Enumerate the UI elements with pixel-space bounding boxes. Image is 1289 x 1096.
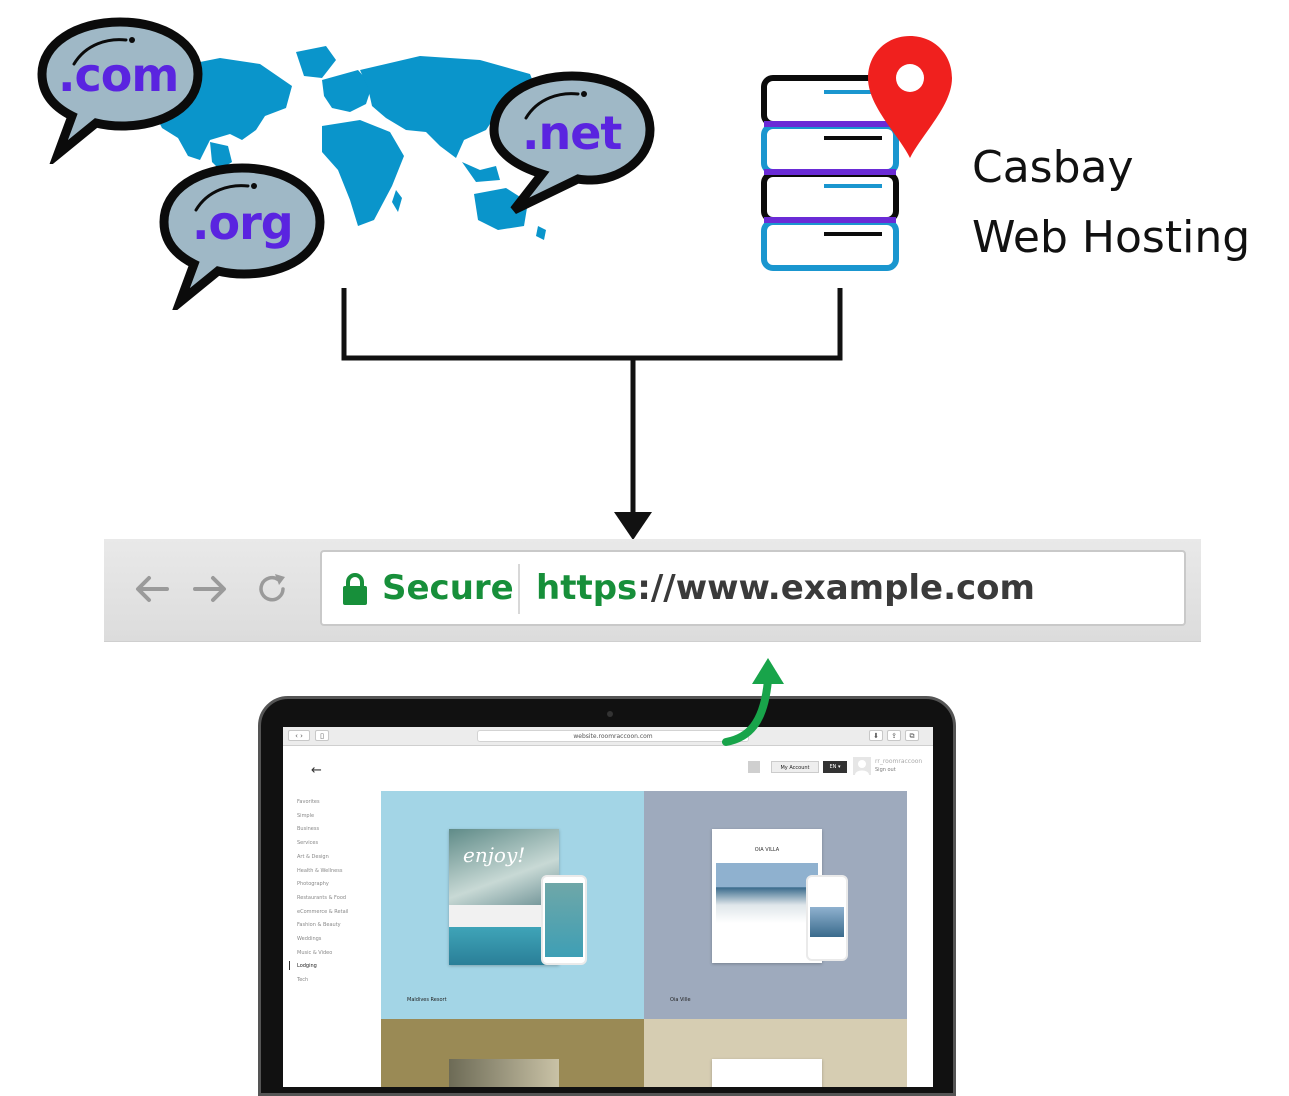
category-item[interactable]: Fashion & Beauty [297, 922, 341, 929]
mockup-villa-title: OIA VILLA [754, 847, 780, 853]
server-stack-icon [761, 36, 952, 271]
safari-download-button[interactable]: ⬇ [869, 730, 883, 741]
mockup-phone [541, 875, 587, 965]
address-bar[interactable]: Secure https://www.example.com [320, 550, 1186, 626]
category-item[interactable]: Tech [297, 977, 309, 984]
url-host: ://www.example.com [637, 568, 1035, 608]
org-label: .org [192, 196, 294, 250]
laptop-camera [607, 711, 613, 717]
safari-url-bar[interactable]: website.roomraccoon.com [477, 730, 749, 742]
laptop-screen: ‹ › ▯ website.roomraccoon.com ⬇ ⇪ ⧉ ← My… [283, 727, 933, 1087]
hosting-line-2: Web Hosting [972, 212, 1251, 263]
safari-toolbar: ‹ › ▯ website.roomraccoon.com ⬇ ⇪ ⧉ [283, 727, 933, 746]
reload-icon [259, 574, 285, 602]
sign-out-link[interactable]: Sign out [875, 767, 896, 773]
user-name: rr_roomraccoon [875, 758, 923, 765]
template-tile-4[interactable] [644, 1019, 907, 1087]
safari-share-button[interactable]: ⇪ [887, 730, 901, 741]
template-tile-3[interactable] [381, 1019, 644, 1087]
com-bubble-icon [37, 17, 203, 164]
mockup-page-oia: OIA VILLA [712, 829, 822, 963]
page-back-arrow[interactable]: ← [311, 763, 322, 778]
back-button[interactable] [130, 567, 174, 611]
category-item[interactable]: eCommerce & Retail [297, 908, 349, 915]
green-curved-arrow [722, 658, 784, 746]
reload-button[interactable] [250, 567, 294, 611]
laptop: ‹ › ▯ website.roomraccoon.com ⬇ ⇪ ⧉ ← My… [258, 696, 956, 1096]
category-item[interactable]: Weddings [297, 936, 322, 942]
address-divider [518, 564, 520, 614]
net-label: .net [522, 106, 622, 160]
language-value: EN [829, 764, 837, 770]
category-item[interactable]: Health & Wellness [297, 867, 343, 874]
category-item[interactable]: Photography [297, 881, 329, 888]
tile-label-maldives: Maldives Resort [407, 997, 447, 1003]
net-bubble-icon [489, 71, 655, 215]
org-bubble-icon [159, 163, 325, 310]
safari-back-forward[interactable]: ‹ › [288, 730, 310, 741]
avatar[interactable] [853, 757, 871, 775]
secure-label: Secure [382, 568, 514, 608]
url-text: https://www.example.com [536, 568, 1035, 608]
mockup-page: enjoy! [449, 829, 559, 965]
template-tile-maldives[interactable]: enjoy! Maldives Resort [381, 791, 644, 1019]
category-item[interactable]: Art & Design [297, 853, 329, 860]
lock-icon [343, 573, 367, 605]
back-arrow-icon [136, 576, 169, 602]
template-tile-oia[interactable]: OIA VILLA Oia Ville [644, 791, 907, 1019]
category-item[interactable]: Business [297, 826, 320, 833]
com-label: .com [58, 48, 179, 102]
mockup-phone-oia [806, 875, 848, 961]
language-button[interactable]: EN ▾ [823, 761, 847, 773]
category-item[interactable]: Simple [297, 812, 315, 819]
connector-arrow [341, 288, 843, 540]
mockup-page-4 [712, 1059, 822, 1087]
category-item[interactable]: Services [297, 840, 319, 847]
safari-sidebar-button[interactable]: ▯ [315, 730, 329, 741]
category-item[interactable]: Lodging [297, 963, 317, 970]
forward-arrow-icon [193, 576, 226, 602]
my-account-button[interactable]: My Account [771, 761, 819, 773]
hosting-line-1: Casbay [972, 142, 1134, 193]
category-item[interactable]: Music & Video [297, 949, 333, 956]
category-item[interactable]: Restaurants & Food [297, 894, 347, 901]
forward-button[interactable] [188, 567, 232, 611]
url-scheme: https [536, 568, 638, 608]
category-item[interactable]: Favorites [297, 799, 320, 805]
user-avatar-icon [855, 760, 869, 775]
tile-label-oia: Oia Ville [670, 997, 691, 1003]
mockup-script: enjoy! [463, 843, 526, 867]
safari-tabs-button[interactable]: ⧉ [905, 730, 919, 741]
browser-toolbar: Secure https://www.example.com [104, 539, 1201, 642]
notification-square[interactable] [748, 761, 760, 773]
active-category-marker [289, 961, 290, 970]
